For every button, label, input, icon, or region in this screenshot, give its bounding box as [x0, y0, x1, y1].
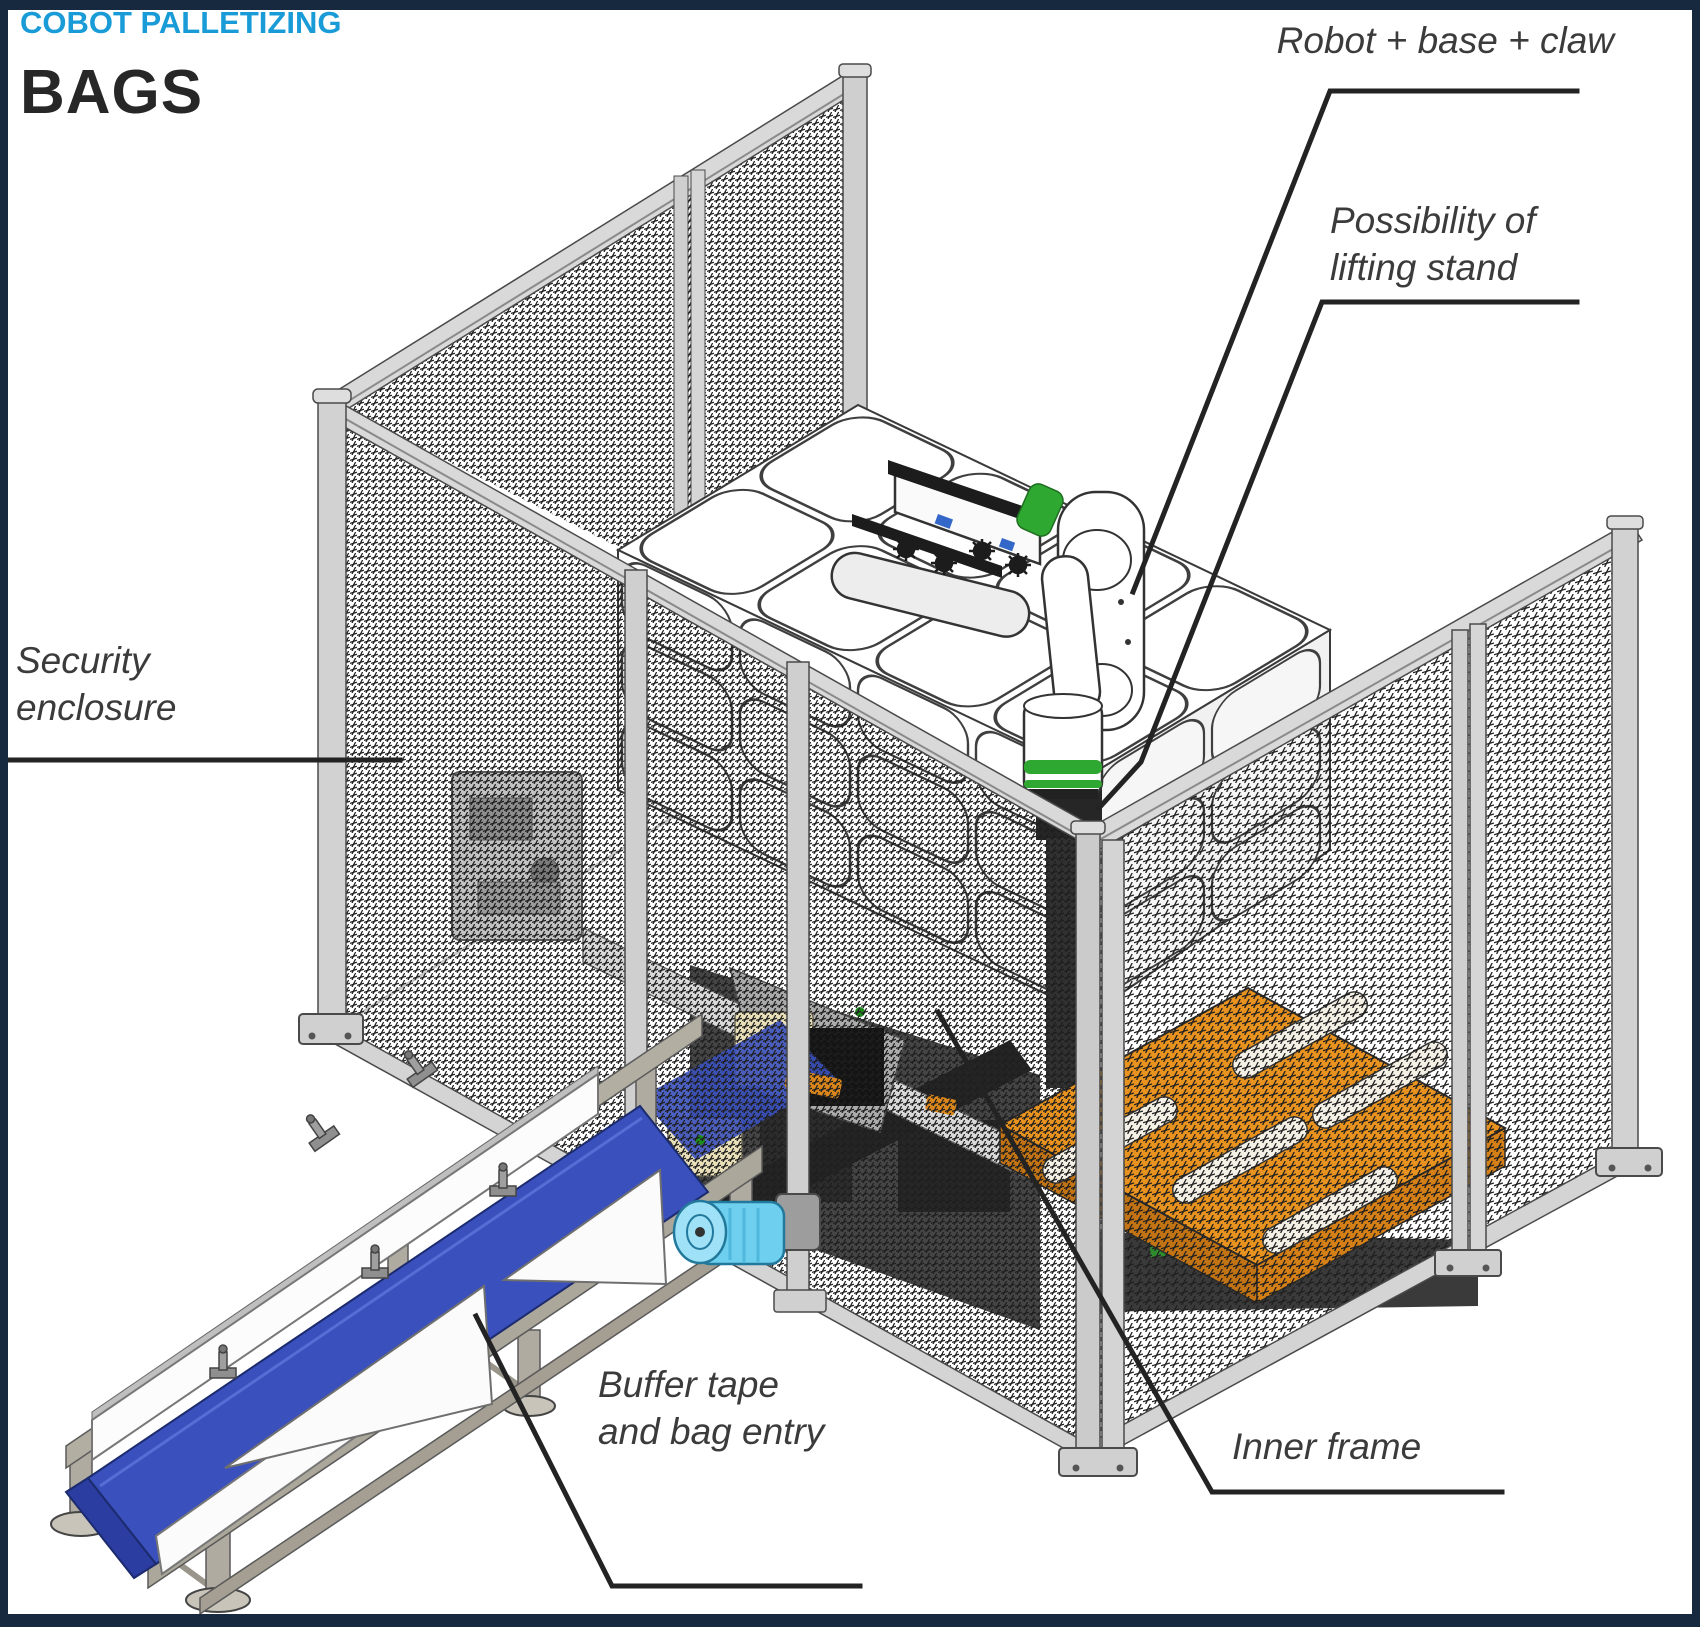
leader-lines — [5, 88, 1580, 1589]
leader-lifting-stand — [1095, 299, 1580, 812]
conveyor-motor — [672, 1193, 821, 1266]
corner-post-south — [1058, 820, 1138, 1477]
suction-cups — [893, 537, 1031, 577]
gripper-bracket-mid — [852, 514, 1002, 578]
leader-robot-base-claw — [1129, 88, 1580, 596]
title-block: COBOT PALLETIZING BAGS — [20, 5, 342, 128]
label-lifting-stand: Possibility of lifting stand — [1330, 200, 1536, 288]
conveyor-belt — [86, 1104, 710, 1566]
robot-base — [1022, 693, 1104, 799]
leader-buffer-tape — [472, 1312, 863, 1589]
leader-inner-frame — [934, 1008, 1505, 1495]
corner-post-west — [317, 397, 347, 1035]
eyebrow-title: COBOT PALLETIZING — [20, 5, 342, 40]
corner-post-east — [1611, 523, 1639, 1165]
right-fence-wall — [1058, 515, 1663, 1477]
rail-adjuster-clamps — [209, 1050, 517, 1379]
label-security-enclosure: Security enclosure — [16, 640, 177, 728]
robot-wrist-green-ring — [1016, 483, 1064, 537]
label-buffer-tape: Buffer tape and bag entry — [598, 1364, 825, 1452]
page-title: BAGS — [20, 58, 204, 128]
label-robot-base-claw: Robot + base + claw — [1276, 20, 1614, 61]
buffer-conveyor — [50, 1012, 821, 1616]
cobot-arm — [830, 460, 1146, 1088]
back-left-fence-wall — [320, 63, 872, 563]
label-inner-frame: Inner frame — [1232, 1426, 1422, 1467]
robot-base-green-ring — [1024, 760, 1102, 774]
gripper-bracket-top — [888, 460, 1046, 528]
